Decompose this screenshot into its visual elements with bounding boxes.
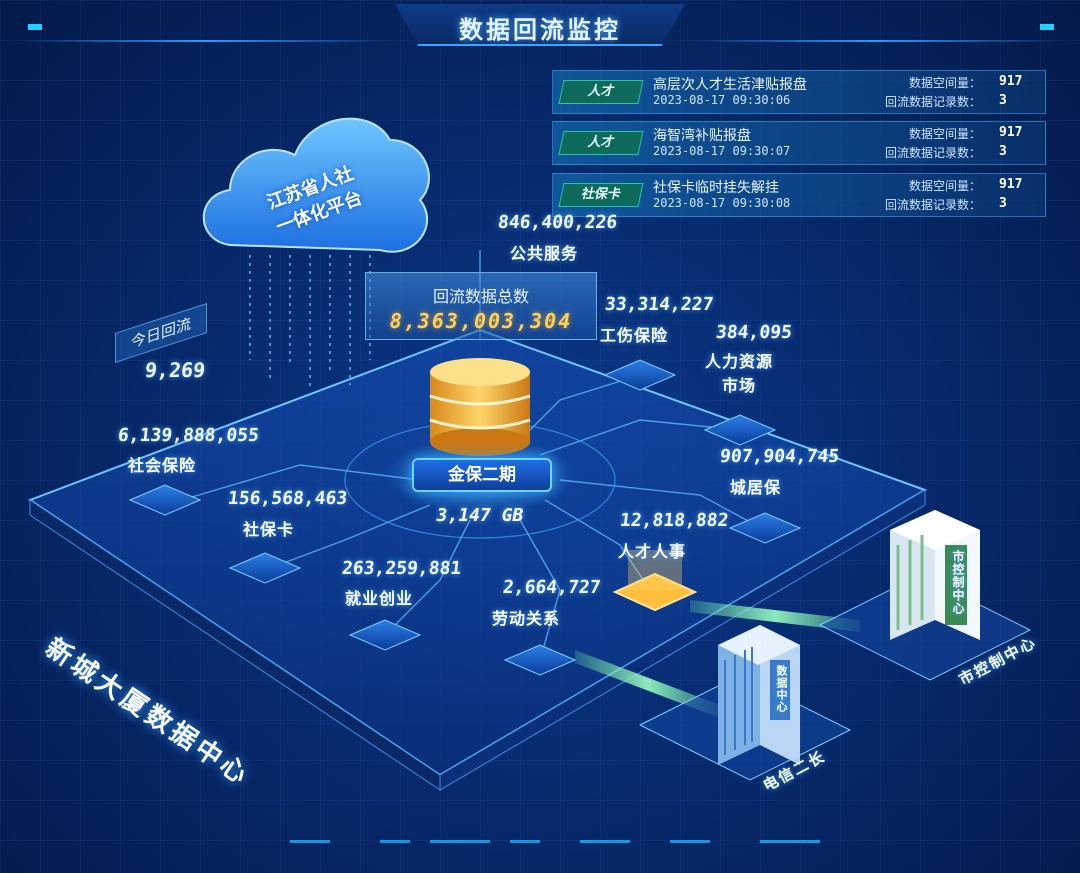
node-value-labor-relations: 2,664,727 <box>501 577 602 598</box>
control-building-sign: 市控制中心 <box>951 550 965 615</box>
node-label-public-service[interactable]: 公共服务 <box>510 244 579 263</box>
control-building <box>890 510 980 640</box>
event-time: 2023-08-17 09:30:07 <box>653 144 791 158</box>
circuit-lines <box>164 250 766 661</box>
event-card[interactable]: 社保卡 社保卡临时挂失解挂 2023-08-17 09:30:08 数据空间量：… <box>552 173 1046 217</box>
telecom-building-sign: 数据中心 <box>775 665 788 713</box>
event-title: 社保卡临时挂失解挂 <box>653 180 779 196</box>
event-time: 2023-08-17 09:30:06 <box>653 93 791 107</box>
space-value: 917 <box>999 74 1023 89</box>
total-label: 回流数据总数 <box>432 287 529 306</box>
header-corner-right <box>1040 24 1054 30</box>
node-value-employment: 263,259,881 <box>340 558 463 579</box>
records-label: 回流数据记录数： <box>885 95 982 109</box>
node-label-social-insurance[interactable]: 社会保险 <box>128 456 197 475</box>
footer-marks <box>290 840 820 843</box>
platform-side-right <box>439 489 926 791</box>
database-icon <box>429 358 531 456</box>
node-chips <box>128 359 802 676</box>
header-line-right <box>690 40 1060 42</box>
records-value: 3 <box>999 196 1007 211</box>
beam-to-telecom <box>575 650 720 718</box>
node-value-public-service: 846,400,226 <box>496 212 619 233</box>
records-label: 回流数据记录数： <box>885 198 982 212</box>
space-value: 917 <box>999 125 1023 140</box>
node-label-urban-insurance[interactable]: 城居保 <box>730 478 782 497</box>
space-value: 917 <box>999 177 1023 192</box>
header-line-left <box>20 40 390 42</box>
node-value-urban-insurance: 907,904,745 <box>718 446 841 467</box>
node-value-talent-affairs: 12,818,882 <box>618 510 730 531</box>
space-label: 数据空间量： <box>909 76 982 90</box>
node-label-employment[interactable]: 就业创业 <box>345 589 414 608</box>
space-label: 数据空间量： <box>909 127 982 141</box>
event-title: 海智湾补贴报盘 <box>653 128 751 144</box>
cloud-icon <box>202 117 430 253</box>
core-size: 3,147 GB <box>436 505 524 526</box>
header-plate <box>395 4 685 46</box>
core-badge[interactable]: 金保二期 <box>412 458 552 492</box>
records-value: 3 <box>999 93 1007 108</box>
header: 数据回流监控 <box>0 0 1080 50</box>
data-streams <box>249 255 371 390</box>
page-title: 数据回流监控 <box>459 16 621 44</box>
node-value-hr-market: 384,095 <box>714 322 793 343</box>
space-label: 数据空间量： <box>909 179 982 193</box>
beam-to-control <box>690 600 860 632</box>
total-value: 8,363,003,304 <box>389 309 573 333</box>
event-time: 2023-08-17 09:30:08 <box>653 196 791 210</box>
node-value-ss-card: 156,568,463 <box>226 488 349 509</box>
records-value: 3 <box>999 144 1007 159</box>
event-card[interactable]: 人才 高层次人才生活津贴报盘 2023-08-17 09:30:06 数据空间量… <box>552 70 1046 114</box>
node-label-ss-card[interactable]: 社保卡 <box>243 520 295 539</box>
header-corner-left <box>28 24 42 30</box>
control-base <box>818 574 1032 681</box>
records-label: 回流数据记录数： <box>885 146 982 160</box>
node-label-talent-affairs[interactable]: 人才人事 <box>618 542 687 561</box>
node-value-social-insurance: 6,139,888,055 <box>116 425 260 446</box>
node-value-injury-insurance: 33,314,227 <box>603 294 715 315</box>
total-panel: 回流数据总数 8,363,003,304 <box>365 272 597 340</box>
event-card[interactable]: 人才 海智湾补贴报盘 2023-08-17 09:30:07 数据空间量： 91… <box>552 121 1046 165</box>
node-label-injury-insurance[interactable]: 工伤保险 <box>600 326 669 345</box>
telecom-building <box>718 625 800 765</box>
node-label-labor-relations[interactable]: 劳动关系 <box>492 609 561 628</box>
event-title: 高层次人才生活津贴报盘 <box>653 77 807 93</box>
today-value: 9,269 <box>143 358 207 382</box>
node-label-hr-market[interactable]: 人力资源 市场 <box>705 352 774 395</box>
